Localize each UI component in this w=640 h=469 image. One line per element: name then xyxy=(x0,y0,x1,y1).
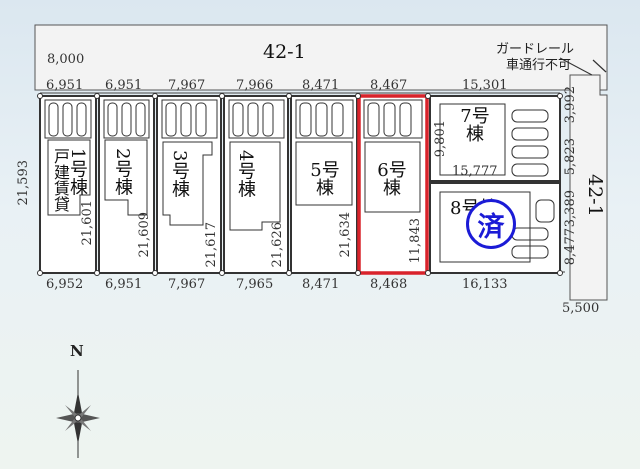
east-road-label: 42-1 xyxy=(584,174,606,217)
lot-7-inner-width: 15,777 xyxy=(452,164,498,179)
lot-6 xyxy=(357,94,429,275)
lot-1-label: 1号棟 xyxy=(67,148,88,196)
dim-top-7: 15,301 xyxy=(462,78,508,93)
lot-4-depth: 21,626 xyxy=(270,222,285,268)
dim-overall: 8,000 xyxy=(47,52,85,67)
lot-6-label: 6号棟 xyxy=(377,160,407,199)
dim-bottom-4: 7,965 xyxy=(236,277,274,292)
boundary-markers xyxy=(37,93,563,276)
north-road-label: 42-1 xyxy=(263,41,306,63)
dim-east-lower2: 8,477 xyxy=(563,228,578,266)
dim-east-upper: 3,992 xyxy=(563,86,578,124)
lot-3-depth: 21,617 xyxy=(204,222,219,268)
lot-5-depth: 21,634 xyxy=(338,212,353,258)
guardrail-note-2: 車通行不可 xyxy=(506,58,572,73)
lot-3-label: 3号棟 xyxy=(169,150,190,198)
dim-top-1: 6,951 xyxy=(46,78,84,93)
dim-east-mid: 5,823 xyxy=(563,138,578,176)
dim-top-6: 8,467 xyxy=(370,78,408,93)
lot-7-depth: 9,801 xyxy=(433,120,448,158)
lot-4 xyxy=(223,95,289,274)
dim-top-3: 7,967 xyxy=(168,78,206,93)
lot-1-note: 戸建賃貸 xyxy=(51,148,70,212)
guardrail-note: ガードレール xyxy=(496,42,575,57)
dim-east-road: 5,500 xyxy=(562,301,600,316)
lot-1 xyxy=(39,95,97,274)
lot-4-label: 4号棟 xyxy=(235,150,256,198)
east-road xyxy=(569,74,608,301)
dim-east-lower1: 3,389 xyxy=(563,190,578,228)
dim-bottom-5: 8,471 xyxy=(302,277,340,292)
dim-bottom-1: 6,952 xyxy=(46,277,84,292)
lot-2-label: 2号棟 xyxy=(112,148,133,196)
guardrail-pointer xyxy=(559,57,593,76)
lot-2-depth: 21,609 xyxy=(137,212,152,258)
dim-bottom-2: 6,951 xyxy=(105,277,143,292)
dim-bottom-3: 7,967 xyxy=(168,277,206,292)
lot-7 xyxy=(429,95,561,182)
dim-top-2: 6,951 xyxy=(105,78,143,93)
lot-6-depth: 11,843 xyxy=(408,218,423,264)
lot-7-label: 7号棟 xyxy=(460,106,490,145)
lot-2 xyxy=(98,95,155,274)
compass-north-label: N xyxy=(70,342,84,360)
lot-5 xyxy=(290,95,358,274)
dim-top-5: 8,471 xyxy=(302,78,340,93)
lot-6-highlight xyxy=(357,94,429,275)
lot-5-label: 5号棟 xyxy=(310,160,340,199)
dim-bottom-7: 16,133 xyxy=(462,277,508,292)
compass-icon xyxy=(56,370,100,458)
sold-mark: 済 xyxy=(466,199,516,249)
dim-bottom-6: 8,468 xyxy=(370,277,408,292)
north-road xyxy=(34,24,608,91)
dim-west-depth: 21,593 xyxy=(16,160,31,206)
lot-1-depth: 21,601 xyxy=(80,200,95,246)
dim-top-4: 7,966 xyxy=(236,78,274,93)
lot-3 xyxy=(156,95,222,274)
